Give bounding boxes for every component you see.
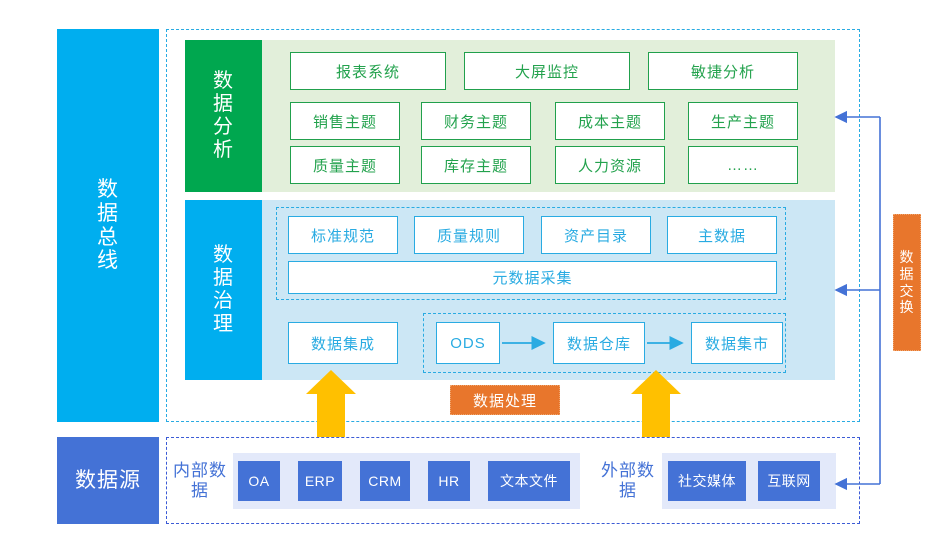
analysis-card-bigscreen-monitor[interactable]: 大屏监控 <box>464 52 630 90</box>
data-exchange-text: 数据交换 <box>899 249 915 316</box>
pipeline-node-data-mart[interactable]: 数据集市 <box>691 322 783 364</box>
governance-card-standard-spec[interactable]: 标准规范 <box>288 216 398 254</box>
analysis-card-report-system[interactable]: 报表系统 <box>290 52 446 90</box>
pipeline-node-ods[interactable]: ODS <box>436 322 500 364</box>
source-item-crm[interactable]: CRM <box>360 461 410 501</box>
internal-data-label: 内部数据 <box>173 461 227 500</box>
analysis-card-sales-theme[interactable]: 销售主题 <box>290 102 400 140</box>
analysis-card-quality-theme[interactable]: 质量主题 <box>290 146 400 184</box>
analysis-card-agile-analysis[interactable]: 敏捷分析 <box>648 52 798 90</box>
governance-card-data-integration[interactable]: 数据集成 <box>288 322 398 364</box>
source-item-oa[interactable]: OA <box>238 461 280 501</box>
source-frame <box>166 437 860 524</box>
analysis-card-finance-theme[interactable]: 财务主题 <box>421 102 531 140</box>
data-processing-tag[interactable]: 数据处理 <box>450 385 560 415</box>
governance-card-asset-catalog[interactable]: 资产目录 <box>541 216 651 254</box>
governance-card-master-data[interactable]: 主数据 <box>667 216 777 254</box>
governance-card-quality-rules[interactable]: 质量规则 <box>414 216 524 254</box>
source-item-erp[interactable]: ERP <box>298 461 342 501</box>
data-bus-label: 数据总线 <box>97 177 119 273</box>
governance-assets-frame <box>276 207 786 300</box>
pipeline-frame <box>423 313 786 373</box>
external-data-label: 外部数据 <box>601 461 655 500</box>
data-bus-rail: 数据总线 <box>57 29 159 422</box>
data-source-rail: 数据源 <box>57 437 159 524</box>
governance-card-metadata-collection[interactable]: 元数据采集 <box>288 261 777 294</box>
governance-section-label: 数据治理 <box>185 200 262 380</box>
analysis-label-text: 数据分析 <box>213 69 234 162</box>
platform-frame <box>166 29 860 422</box>
governance-label-text: 数据治理 <box>213 243 234 336</box>
analysis-card-human-resources[interactable]: 人力资源 <box>555 146 665 184</box>
source-item-internet[interactable]: 互联网 <box>758 461 820 501</box>
analysis-card-production-theme[interactable]: 生产主题 <box>688 102 798 140</box>
data-source-label: 数据源 <box>75 468 141 492</box>
analysis-card-cost-theme[interactable]: 成本主题 <box>555 102 665 140</box>
source-item-hr[interactable]: HR <box>428 461 470 501</box>
analysis-card-inventory-theme[interactable]: 库存主题 <box>421 146 531 184</box>
analysis-card-more[interactable]: …… <box>688 146 798 184</box>
source-item-social-media[interactable]: 社交媒体 <box>668 461 746 501</box>
source-item-text-file[interactable]: 文本文件 <box>488 461 570 501</box>
data-exchange-tag[interactable]: 数据交换 <box>893 214 921 351</box>
pipeline-node-data-warehouse[interactable]: 数据仓库 <box>553 322 645 364</box>
analysis-section-label: 数据分析 <box>185 40 262 192</box>
